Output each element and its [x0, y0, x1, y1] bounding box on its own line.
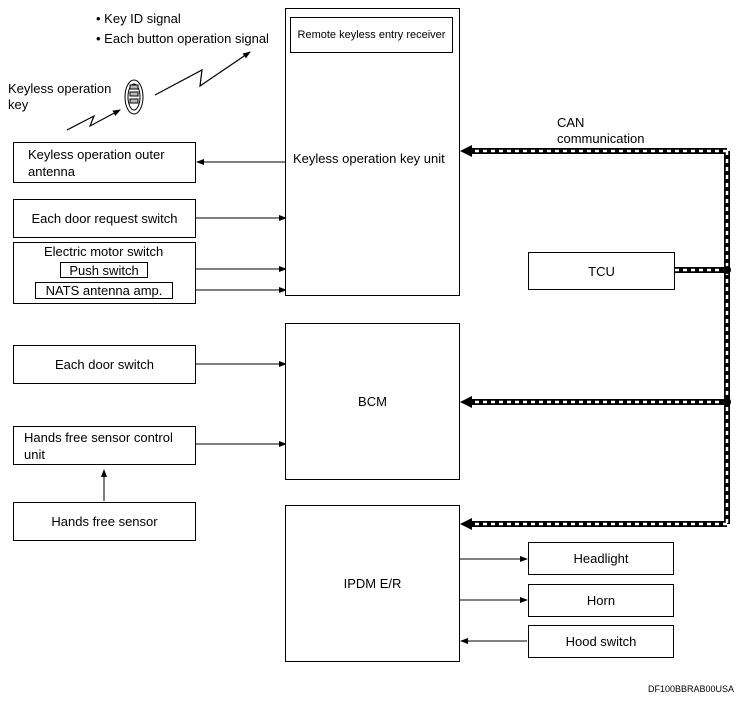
keyless-operation-key-unit: Remote keyless entry receiver Keyless op…: [285, 8, 460, 296]
nats-antenna-amp-box: NATS antenna amp.: [35, 282, 173, 299]
bcm-label: BCM: [358, 394, 387, 409]
signal-label-button-operation: • Each button operation signal: [96, 31, 269, 46]
hands-free-ctrl-line2: unit: [24, 447, 45, 462]
door-request-label: Each door request switch: [31, 211, 178, 226]
horn-box: Horn: [528, 584, 674, 617]
motor-switch-label: Electric motor switch: [44, 244, 164, 259]
push-switch-label: Push switch: [69, 262, 139, 278]
hands-free-ctrl-line1: Hands free sensor control: [24, 430, 173, 445]
door-request-switch-box: Each door request switch: [13, 199, 196, 238]
nats-label: NATS antenna amp.: [45, 283, 163, 298]
hands-free-sensor-box: Hands free sensor: [13, 502, 196, 541]
ipdm-er-box: IPDM E/R: [285, 505, 460, 662]
remote-keyless-entry-receiver: Remote keyless entry receiver: [290, 17, 453, 53]
key-label-line1: Keyless operation: [8, 81, 112, 96]
key-fob-icon: [124, 79, 144, 115]
key-label-line2: key: [8, 97, 29, 112]
can-label-line1: CAN: [557, 115, 585, 130]
push-switch-box: Push switch: [60, 262, 148, 278]
keyless-unit-title: Keyless operation key unit: [293, 151, 445, 166]
can-bus: [460, 145, 731, 530]
can-label-line2: communication: [557, 131, 645, 146]
door-switch-box: Each door switch: [13, 345, 196, 384]
hands-free-sensor-control-unit-box: Hands free sensor control unit: [13, 426, 196, 465]
outer-antenna-line2: antenna: [28, 164, 75, 179]
figure-code: DF100BBRAB00USA: [648, 684, 735, 694]
tcu-box: TCU: [528, 252, 675, 290]
headlight-label: Headlight: [573, 551, 629, 566]
tcu-label: TCU: [588, 263, 615, 279]
door-switch-label: Each door switch: [55, 357, 154, 372]
hands-free-sensor-label: Hands free sensor: [51, 514, 158, 529]
headlight-box: Headlight: [528, 542, 674, 575]
signal-label-key-id: • Key ID signal: [96, 11, 181, 26]
outer-antenna-line1: Keyless operation outer: [28, 147, 165, 162]
keyless-outer-antenna-box: Keyless operation outer antenna: [13, 142, 196, 183]
receiver-label: Remote keyless entry receiver: [297, 29, 446, 41]
hood-switch-label: Hood switch: [565, 634, 637, 649]
wireless-signal-icon: [66, 51, 251, 131]
horn-label: Horn: [586, 593, 616, 608]
bcm-box: BCM: [285, 323, 460, 480]
ipdm-label: IPDM E/R: [343, 576, 402, 591]
hood-switch-box: Hood switch: [528, 625, 674, 658]
